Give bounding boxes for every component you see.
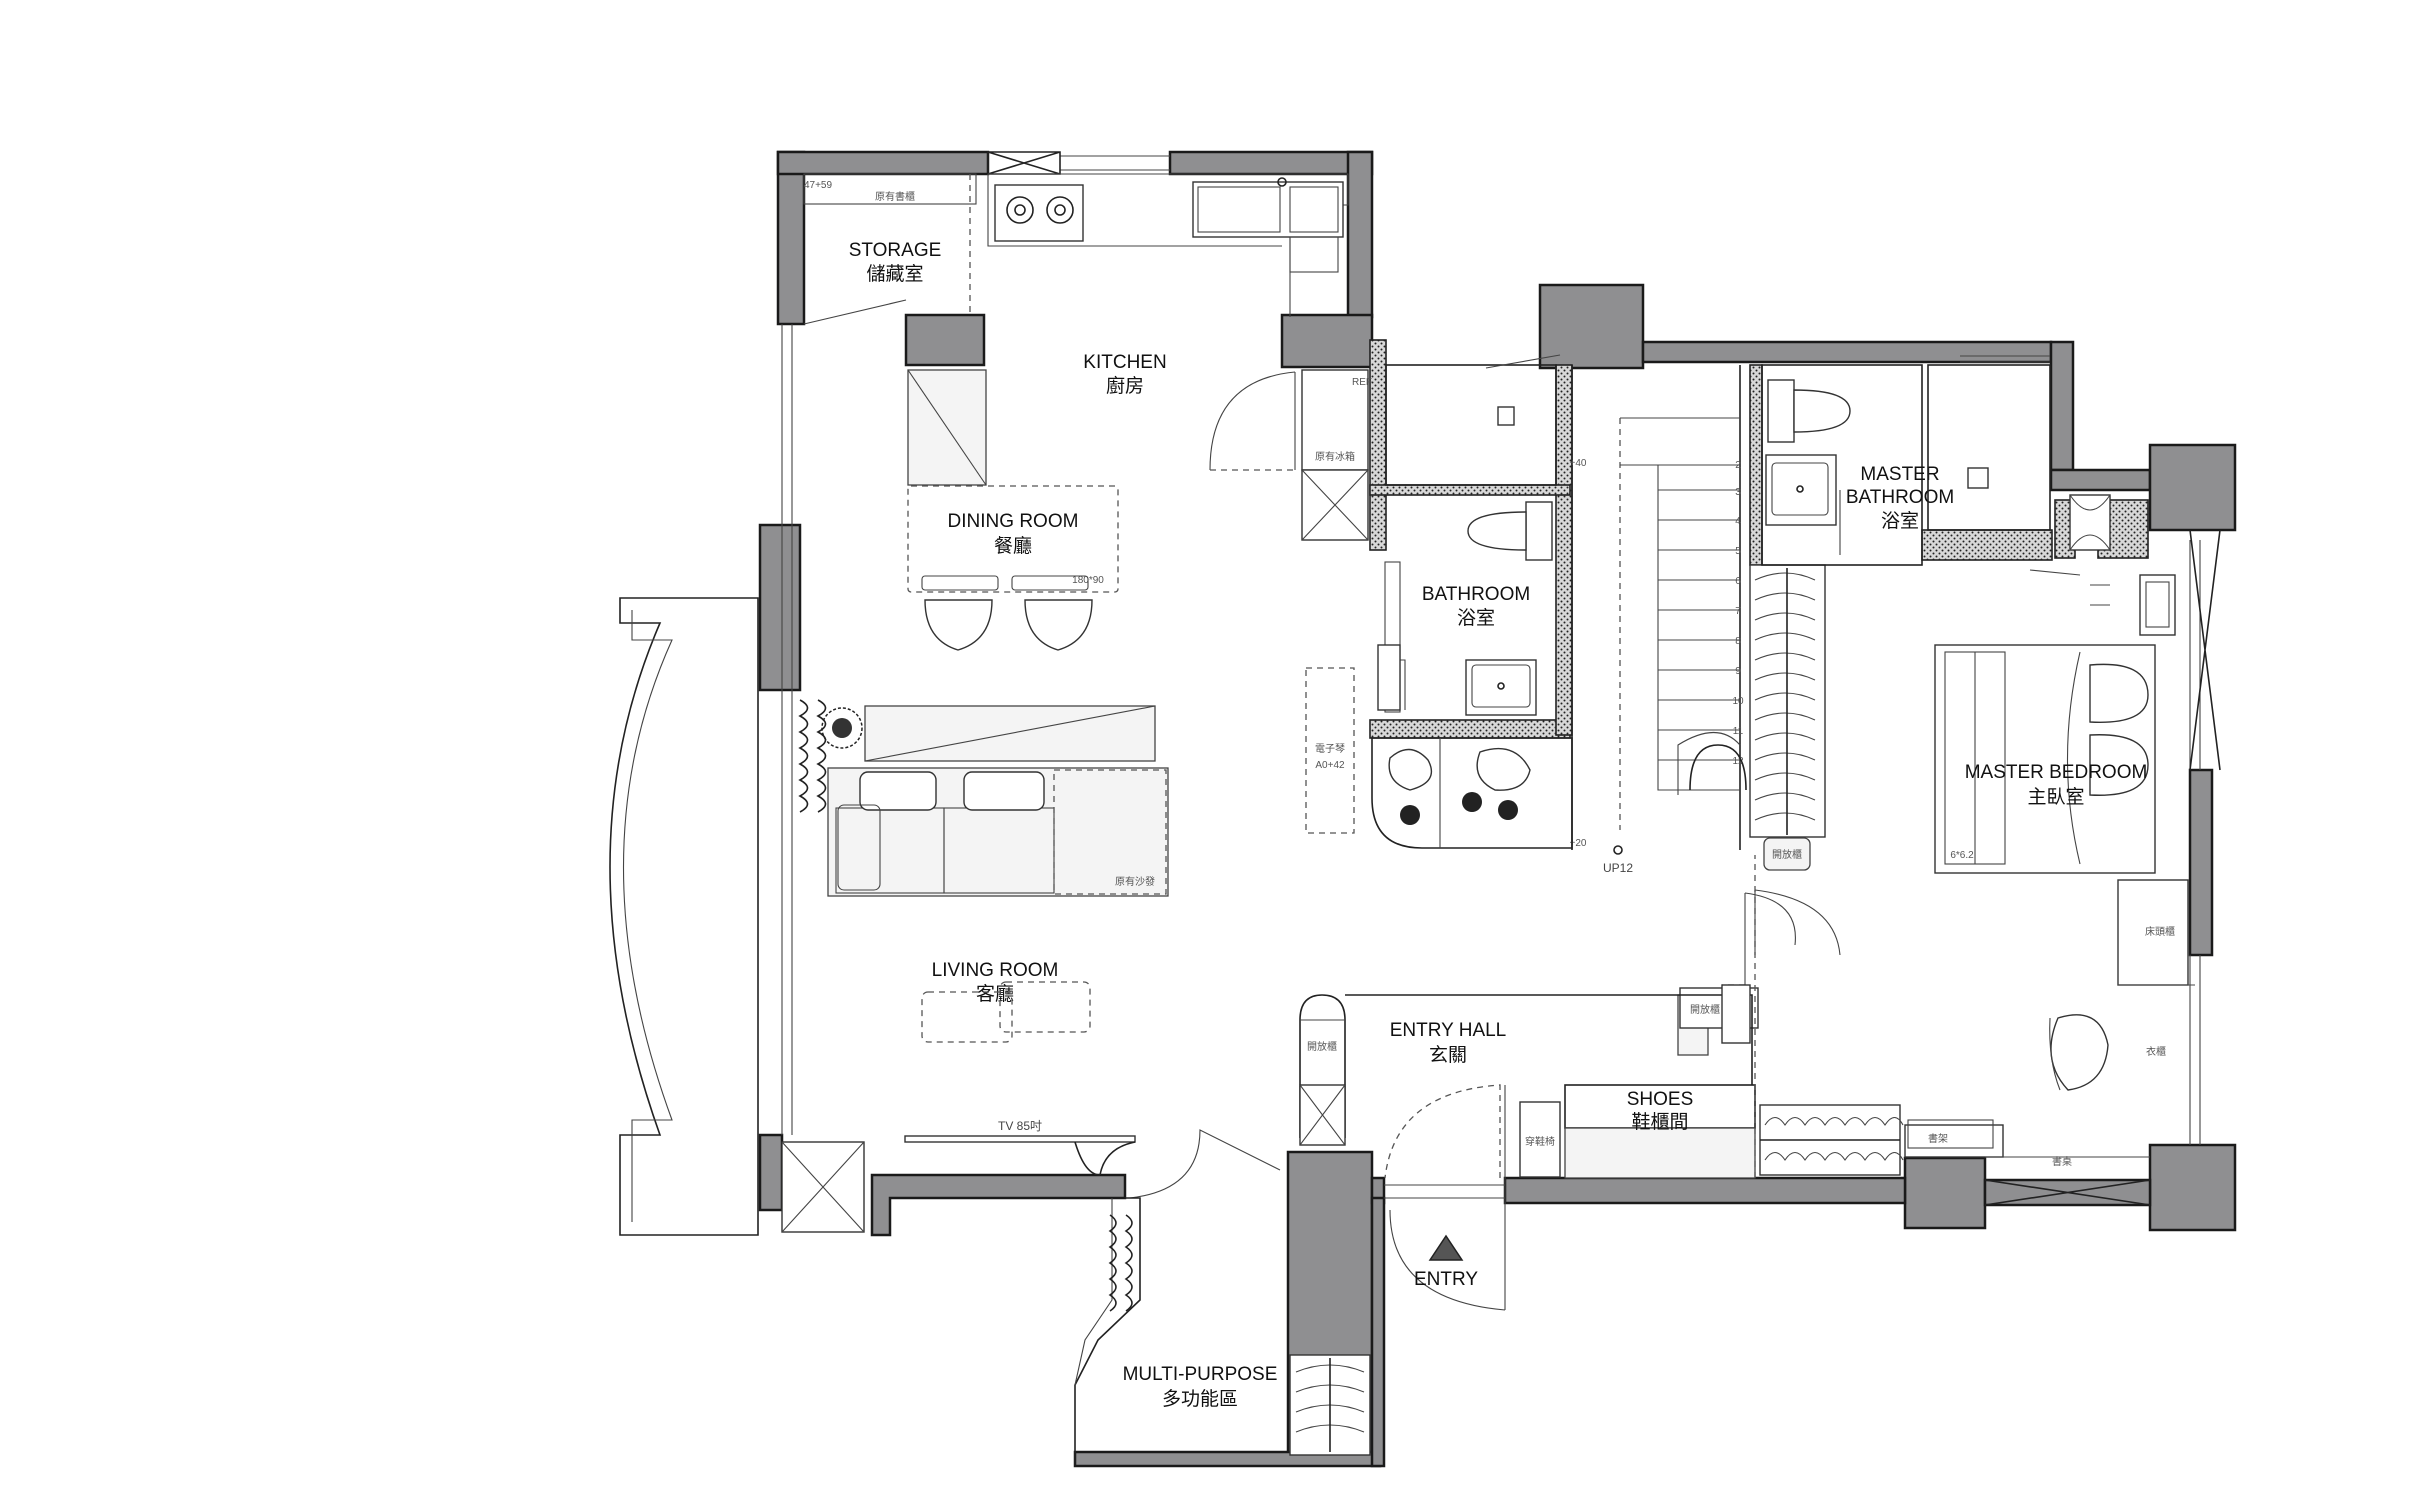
svg-text:+20: +20 — [1570, 838, 1587, 849]
windows — [781, 151, 2221, 1206]
bathroom: BATHROOM 浴室 — [1377, 354, 1561, 716]
multipurpose-label-zh: 多功能區 — [1162, 1388, 1238, 1410]
shoes-label: SHOES — [1627, 1089, 1694, 1110]
master-bathroom-label-2: BATHROOM — [1846, 487, 1954, 508]
svg-text:8: 8 — [1735, 636, 1741, 647]
corridor-doors — [1721, 892, 1796, 1044]
bathroom-label-zh: 浴室 — [1457, 607, 1495, 629]
svg-text:7: 7 — [1735, 606, 1741, 617]
kitchen: KITCHEN 廚房 REF 原有冰箱 — [907, 173, 1372, 541]
svg-text:原有書櫃: 原有書櫃 — [875, 190, 915, 203]
storage-label-zh: 儲藏室 — [866, 263, 923, 285]
master-bedroom: 6*6.2 MASTER BEDROOM 主臥室 床頭櫃 衣櫃 書架 書桌 — [1904, 494, 2195, 1168]
entry-arrow-icon — [1428, 1234, 1464, 1261]
dining-area: DINING ROOM 餐廳 180*90 — [907, 485, 1119, 651]
kitchen-label: KITCHEN — [1083, 352, 1166, 373]
master-bedroom-label-zh: 主臥室 — [2027, 786, 2084, 808]
tv-icon: TV 85吋 — [904, 1119, 1136, 1176]
shoes-label-zh: 鞋櫃間 — [1631, 1111, 1688, 1133]
staircase: 2 3 4 5 6 7 8 9 10 11 12 +40 +20 UP12 — [1570, 365, 1747, 875]
living-label-zh: 客廳 — [976, 983, 1014, 1005]
svg-text:原有沙發: 原有沙發 — [1115, 875, 1155, 888]
svg-text:4: 4 — [1735, 516, 1741, 527]
entry-label: ENTRY — [1414, 1269, 1478, 1290]
svg-text:原有冰箱: 原有冰箱 — [1315, 450, 1355, 463]
svg-text:TV 85吋: TV 85吋 — [998, 1119, 1042, 1133]
svg-text:47+59: 47+59 — [804, 180, 833, 191]
planter-area — [1371, 737, 1573, 849]
svg-text:REF: REF — [1352, 377, 1372, 388]
svg-text:書架: 書架 — [1928, 1132, 1948, 1145]
svg-text:5: 5 — [1735, 546, 1741, 557]
svg-text:3: 3 — [1735, 487, 1741, 498]
balcony — [609, 597, 759, 1236]
master-bathroom-label-zh: 浴室 — [1881, 510, 1919, 532]
svg-text:+40: +40 — [1570, 458, 1587, 469]
bathroom-label: BATHROOM — [1422, 584, 1530, 605]
svg-text:開放櫃: 開放櫃 — [1772, 848, 1802, 861]
svg-text:書桌: 書桌 — [2052, 1155, 2072, 1168]
svg-text:床頭櫃: 床頭櫃 — [2145, 925, 2175, 938]
multipurpose-room: MULTI-PURPOSE 多功能區 — [1074, 1197, 1371, 1465]
multipurpose-label: MULTI-PURPOSE — [1123, 1364, 1278, 1385]
svg-text:A0+42: A0+42 — [1315, 760, 1345, 771]
svg-text:9: 9 — [1735, 666, 1741, 677]
plant-icon — [821, 707, 863, 749]
svg-text:12: 12 — [1732, 756, 1744, 767]
svg-text:10: 10 — [1732, 696, 1744, 707]
master-bathroom: MASTER BATHROOM 浴室 — [1761, 355, 2081, 576]
stove-icon — [994, 184, 1084, 242]
storage-label: STORAGE — [849, 240, 942, 261]
entry-hall: ENTRY HALL 玄關 開放櫃 ENTRY — [1129, 994, 1753, 1311]
fridge-icon: REF 原有冰箱 — [1301, 369, 1372, 471]
svg-text:電子琴: 電子琴 — [1315, 743, 1345, 755]
toilet-icon — [1467, 501, 1553, 561]
svg-text:6*6.2: 6*6.2 — [1950, 850, 1974, 861]
dining-label: DINING ROOM — [948, 511, 1079, 532]
dining-label-zh: 餐廳 — [994, 535, 1032, 557]
living-room: 原有沙發 LIVING ROOM 客廳 TV 85吋 電子琴 A0+42 — [781, 667, 1355, 1233]
svg-text:開放櫃: 開放櫃 — [1307, 1040, 1337, 1053]
master-bathroom-label-1: MASTER — [1860, 464, 1939, 485]
toilet-icon — [1767, 379, 1851, 443]
svg-text:衣櫃: 衣櫃 — [2146, 1045, 2166, 1058]
wardrobe: 開放櫃 — [1749, 564, 1826, 871]
sofa-icon: 原有沙發 — [827, 767, 1169, 897]
entry-hall-label-zh: 玄關 — [1429, 1044, 1467, 1066]
storage-room: 47+59 原有書櫃 STORAGE 儲藏室 — [803, 173, 977, 325]
svg-text:穿鞋椅: 穿鞋椅 — [1525, 1135, 1555, 1148]
basin-icon — [1765, 454, 1837, 526]
svg-text:開放櫃: 開放櫃 — [1690, 1003, 1720, 1016]
up12-label: UP12 — [1603, 861, 1633, 875]
entry-hall-label: ENTRY HALL — [1390, 1020, 1507, 1041]
svg-text:6: 6 — [1735, 576, 1741, 587]
svg-text:11: 11 — [1733, 726, 1744, 737]
sink-icon — [1192, 177, 1344, 273]
living-label: LIVING ROOM — [932, 960, 1059, 981]
master-bedroom-label: MASTER BEDROOM — [1965, 762, 2148, 783]
kitchen-label-zh: 廚房 — [1106, 374, 1144, 397]
bed-icon: 6*6.2 — [1934, 644, 2156, 874]
basin-icon — [1465, 659, 1537, 716]
svg-text:2: 2 — [1735, 460, 1741, 471]
